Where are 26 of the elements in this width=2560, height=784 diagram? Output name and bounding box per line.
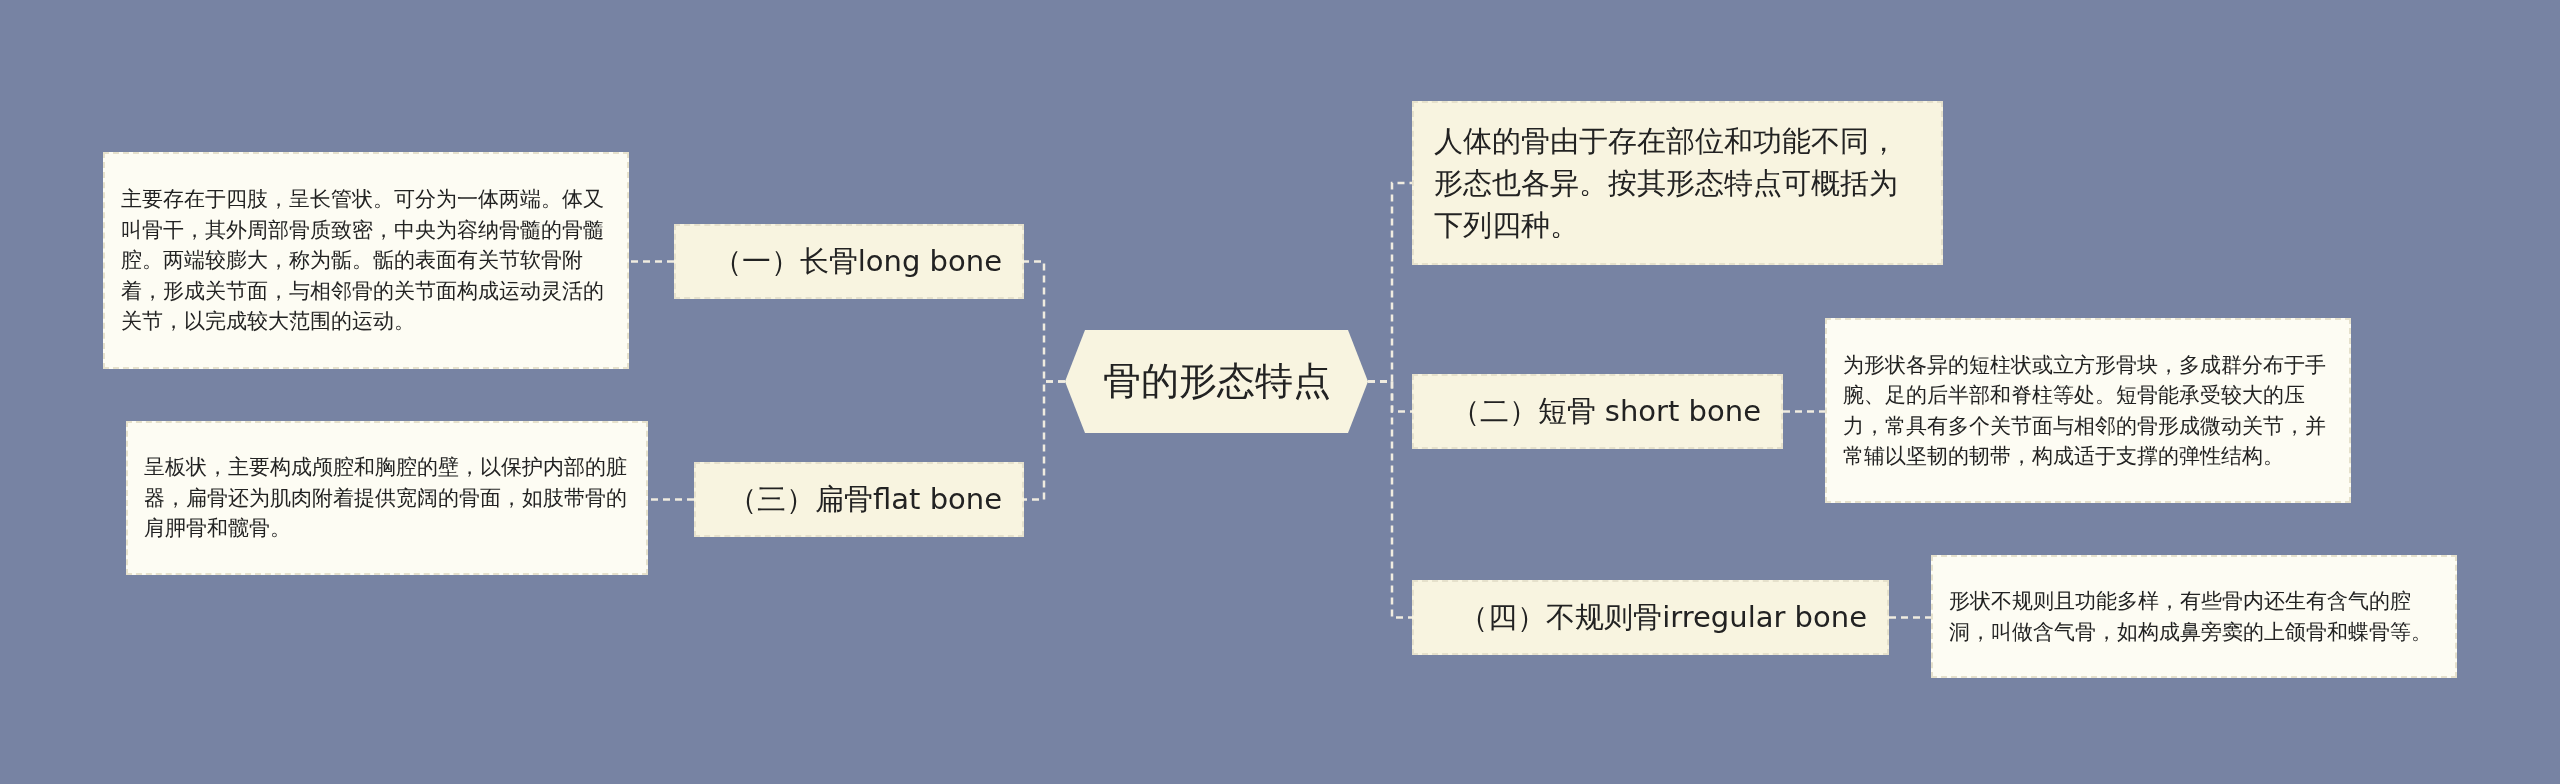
branch-box — [1412, 374, 1783, 449]
branch-box — [694, 462, 1024, 537]
connector-line — [629, 260, 674, 263]
topic-hexagon — [1065, 330, 1368, 433]
branch-label: （三）扁骨flat bone — [728, 481, 1002, 519]
note-box — [103, 152, 629, 369]
note-text: 呈板状，主要构成颅腔和胸腔的壁，以保护内部的脏器，扁骨还为肌肉附着提供宽阔的骨面，如肢带骨的肩胛骨和髋骨。 — [144, 454, 628, 543]
note-box — [1931, 555, 2457, 678]
connector-line — [1368, 380, 1412, 619]
note-text: 主要存在于四肢，呈长管状。可分为一体两端。体又叫骨干，其外周部骨质致密，中央为容纳骨髓的骨髓腔。两端较膨大，称为骺。骺的表面有关节软骨附着，形成关节面，与相邻骨的关节面构成运动灵活的关节，以完成较大范围的运动。 — [121, 186, 605, 336]
note-box — [1412, 101, 1943, 265]
note-text: 为形状各异的短柱状或立方形骨块，多成群分布于手腕、足的后半部和脊柱等处。短骨能承受较大的压力，常具有多个关节面与相邻的骨形成微动关节，并常辅以坚韧的韧带，构成适于支撑的弹性结构。 — [1843, 351, 2327, 470]
connector-line — [1024, 380, 1065, 501]
branch-label: （一）长骨long bone — [712, 243, 1002, 281]
topic-title: 骨的形态特点 — [1102, 358, 1331, 405]
note-text: 形状不规则且功能多样，有些骨内还生有含气的腔洞，叫做含气骨，如构成鼻旁窦的上颌骨和蝶骨等。 — [1949, 588, 2433, 646]
branch-label: （二）短骨 short bone — [1450, 393, 1761, 431]
branch-label: （四）不规则骨irregular bone — [1459, 599, 1867, 637]
branch-box — [674, 224, 1024, 299]
connector-line — [648, 498, 694, 501]
branch-box — [1412, 580, 1889, 655]
connector-line — [1889, 616, 1931, 619]
note-box — [126, 421, 648, 575]
connector-line — [1783, 410, 1825, 413]
note-text: 人体的骨由于存在部位和功能不同，形态也各异。按其形态特点可概括为下列四种。 — [1434, 122, 1899, 244]
note-box — [1825, 318, 2351, 503]
